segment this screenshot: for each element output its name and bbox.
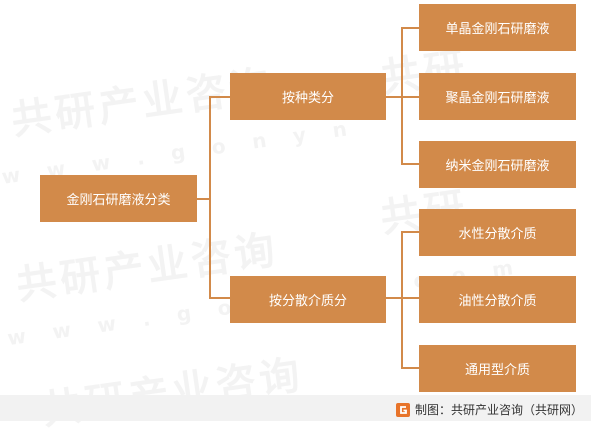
connector-line [386,96,402,98]
connector-line [209,96,230,98]
connector-line [401,231,419,233]
connector-line [386,297,402,299]
credit: 制图：共研产业咨询（共研网） [395,401,583,418]
group-node-by-medium: 按分散介质分 [230,276,386,323]
connector-line [401,231,403,368]
group-node-by-type: 按种类分 [230,73,386,120]
leaf-node-nano: 纳米金刚石研磨液 [419,141,576,188]
connector-line [401,96,419,98]
connector-line [401,367,419,369]
credit-text: 制图：共研产业咨询（共研网） [414,403,583,417]
footer-bar [0,395,591,421]
diagram-canvas: 共研产业咨询 w w w . g o n y n 共研产业咨询 w w w . … [0,4,591,434]
leaf-node-polycrystal: 聚晶金刚石研磨液 [419,73,576,120]
root-node: 金刚石研磨液分类 [40,175,197,222]
leaf-node-oil-based: 油性分散介质 [419,276,576,323]
connector-line [401,27,419,29]
connector-line [197,198,210,200]
connector-line [209,297,230,299]
leaf-node-single-crystal: 单晶金刚石研磨液 [419,4,576,51]
gonyn-logo-icon [395,402,410,417]
connector-line [401,27,403,164]
connector-line [401,297,419,299]
connector-line [401,163,419,165]
leaf-node-water-based: 水性分散介质 [419,209,576,256]
leaf-node-universal: 通用型介质 [419,345,576,392]
connector-line [209,96,211,299]
watermark: 共研产业咨询 [38,351,307,435]
